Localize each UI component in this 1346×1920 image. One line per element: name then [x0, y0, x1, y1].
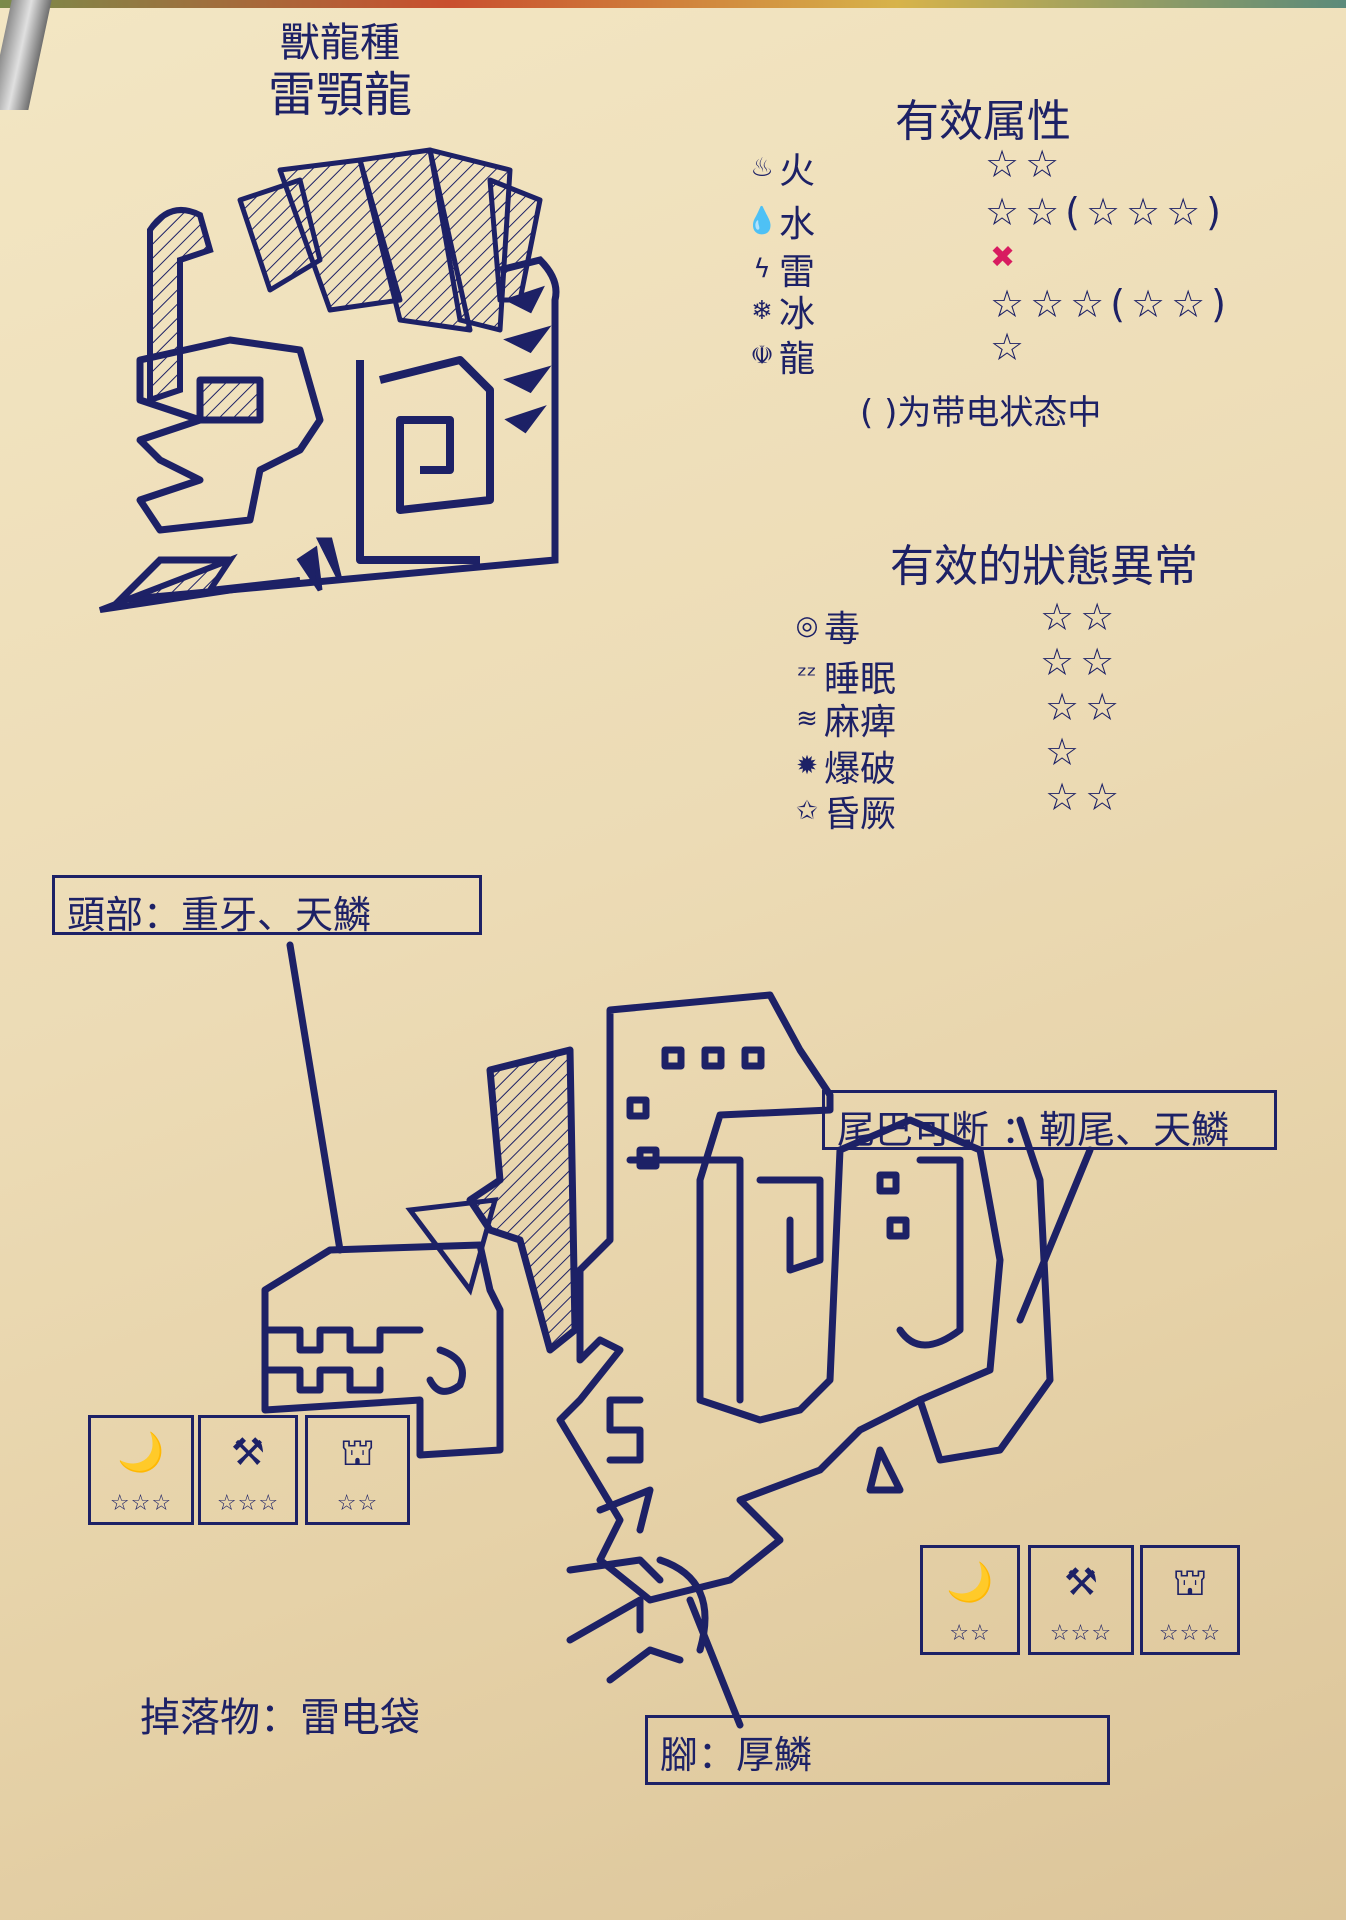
- dragon-icon: ☫: [750, 341, 774, 371]
- status-stars: ☆☆: [1040, 595, 1121, 639]
- card-stars: ☆☆: [336, 1491, 379, 1516]
- tape-strip: [0, 0, 1346, 8]
- blast-icon: ✹: [796, 751, 818, 781]
- water-icon: 💧: [745, 206, 779, 236]
- weakness-stars: ☆☆: [985, 142, 1066, 186]
- weakness-stars: ✖: [990, 240, 1022, 275]
- weakness-stars: ☆☆☆(☆☆): [990, 282, 1232, 326]
- card-stars: ☆☆☆: [216, 1491, 280, 1516]
- status-stars: ☆☆: [1040, 640, 1121, 684]
- status-label: 麻痺: [824, 702, 897, 743]
- monster-name: 雷顎龍: [268, 67, 413, 123]
- weakness-title: 有效属性: [895, 96, 1071, 147]
- status-title: 有效的狀態異常: [890, 541, 1198, 592]
- drop-item-label: 掉落物：雷电袋: [140, 1695, 420, 1741]
- leg-parts-box: 腳：厚鱗: [645, 1715, 1110, 1785]
- blade-icon: 🌙: [946, 1560, 994, 1604]
- weakness-row-ice: ❄ 冰: [745, 285, 815, 337]
- status-label: 昏厥: [824, 794, 897, 835]
- weakness-label: 火: [779, 151, 816, 192]
- weakness-label: 水: [779, 204, 816, 245]
- shot-icon: ⛫: [340, 1430, 375, 1474]
- weakness-stars: ☆: [990, 325, 1031, 369]
- status-row-blast: ✹ 爆破: [790, 740, 896, 792]
- weakness-row-fire: ♨ 火: [745, 142, 815, 194]
- tail-parts-box: 尾巴可断 ：靭尾、天鱗: [822, 1090, 1277, 1152]
- status-stars: ☆☆: [1045, 685, 1126, 729]
- tail-card-shot: ⛫ ☆☆☆: [1140, 1545, 1240, 1655]
- weakness-label: 冰: [779, 294, 816, 335]
- weakness-label: 雷: [779, 252, 816, 293]
- tail-card-hammer: ⚒ ☆☆☆: [1028, 1545, 1134, 1655]
- weakness-label: 龍: [779, 339, 816, 380]
- blade-icon: 🌙: [117, 1430, 165, 1474]
- monster-category: 獸龍種: [280, 20, 400, 66]
- weakness-row-thunder: ϟ 雷: [745, 243, 815, 295]
- head-card-hammer: ⚒ ☆☆☆: [198, 1415, 298, 1525]
- thunder-icon: ϟ: [753, 254, 771, 284]
- weakness-note: ( )为带电状态中: [860, 393, 1102, 433]
- status-row-paralysis: ≋ 麻痺: [790, 693, 896, 745]
- fire-icon: ♨: [750, 153, 774, 183]
- stun-icon: ✩: [796, 796, 818, 826]
- status-label: 睡眠: [824, 659, 897, 700]
- hammer-icon: ⚒: [230, 1430, 266, 1474]
- paralysis-icon: ≋: [796, 704, 818, 734]
- head-parts-box: 頭部：重牙、天鱗: [52, 875, 482, 937]
- weakness-stars: ☆☆(☆☆☆): [985, 190, 1227, 234]
- pen-corner: [0, 0, 52, 110]
- head-card-shot: ⛫ ☆☆: [305, 1415, 410, 1525]
- status-row-stun: ✩ 昏厥: [790, 785, 896, 837]
- weakness-row-water: 💧 水: [745, 195, 815, 247]
- card-stars: ☆☆☆: [1158, 1621, 1222, 1646]
- sleep-icon: ᶻᶻ: [797, 661, 817, 691]
- card-stars: ☆☆☆: [1049, 1621, 1113, 1646]
- status-stars: ☆☆: [1045, 775, 1126, 819]
- status-label: 爆破: [824, 749, 897, 790]
- status-row-poison: ◎ 毒: [790, 600, 860, 652]
- shot-icon: ⛫: [1172, 1560, 1208, 1604]
- status-label: 毒: [824, 609, 861, 650]
- card-stars: ☆☆☆: [109, 1491, 173, 1516]
- head-card-blade: 🌙 ☆☆☆: [88, 1415, 194, 1525]
- poison-icon: ◎: [795, 611, 819, 641]
- ice-icon: ❄: [751, 296, 773, 326]
- status-row-sleep: ᶻᶻ 睡眠: [790, 650, 896, 702]
- weakness-row-dragon: ☫ 龍: [745, 330, 815, 382]
- card-stars: ☆☆: [949, 1621, 991, 1646]
- hammer-icon: ⚒: [1063, 1560, 1099, 1604]
- status-stars: ☆: [1045, 730, 1086, 774]
- tail-card-blade: 🌙 ☆☆: [920, 1545, 1020, 1655]
